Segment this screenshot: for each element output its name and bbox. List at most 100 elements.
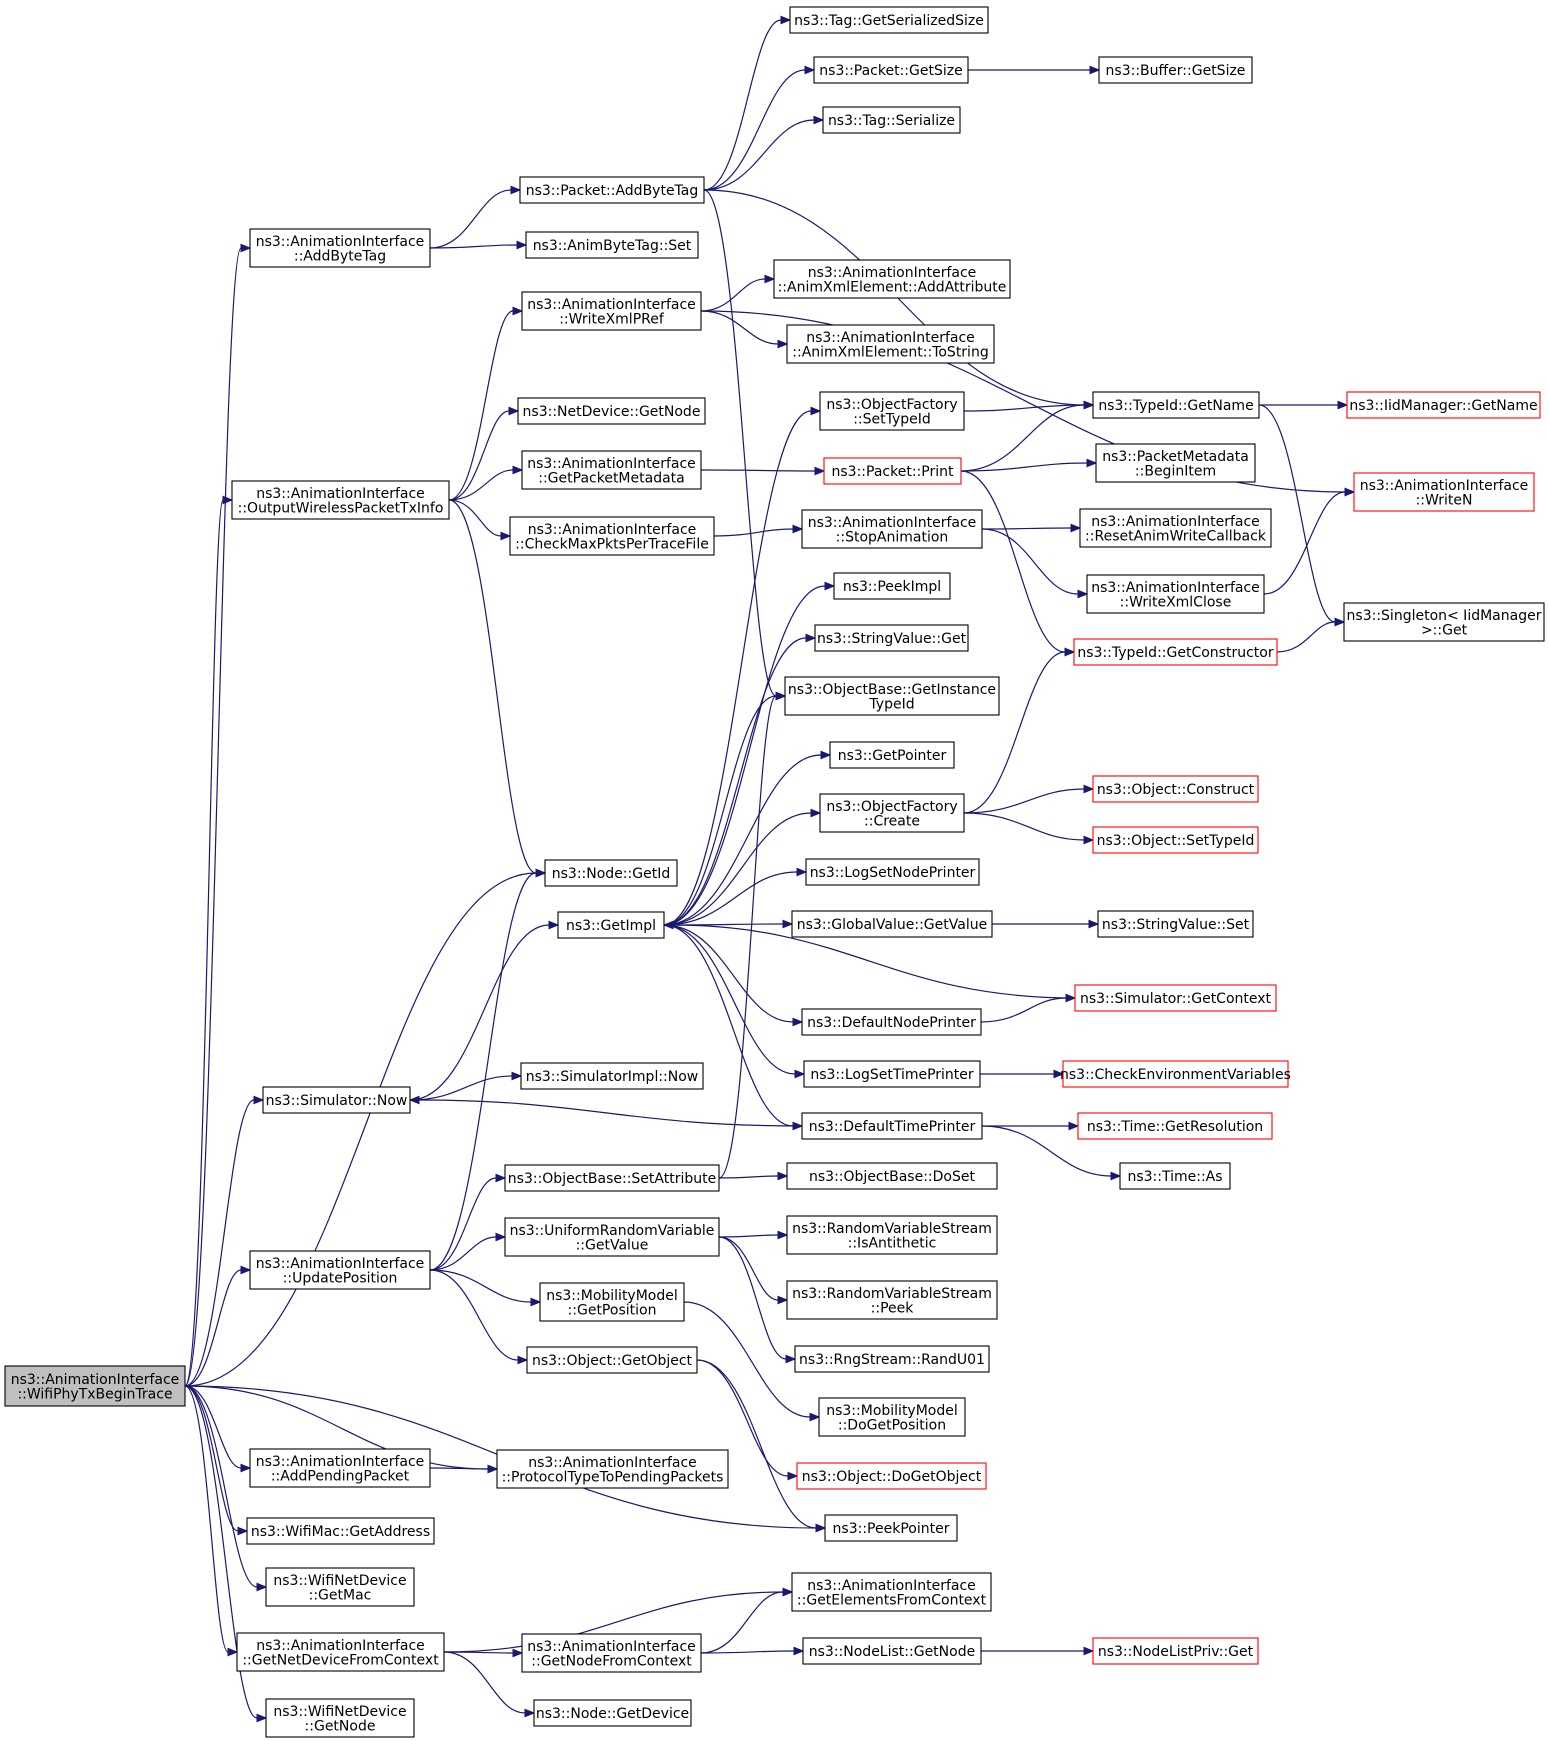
node-box <box>265 1567 415 1607</box>
node-bufferGetSize[interactable]: ns3::Buffer::GetSize <box>1098 56 1253 84</box>
node-protoTypeToPending[interactable]: ns3::AnimationInterface::ProtocolTypeToP… <box>496 1449 729 1489</box>
node-defaultNodePrinter[interactable]: ns3::DefaultNodePrinter <box>801 1008 982 1036</box>
node-singletonGet[interactable]: ns3::Singleton< IidManager>::Get <box>1343 602 1545 642</box>
node-addByteTag[interactable]: ns3::AnimationInterface::AddByteTag <box>249 228 431 268</box>
node-root[interactable]: ns3::AnimationInterface::WifiPhyTxBeginT… <box>4 1365 186 1407</box>
node-mobilityDoGetPos[interactable]: ns3::MobilityModel::DoGetPosition <box>818 1397 966 1437</box>
node-timeAs[interactable]: ns3::Time::As <box>1119 1162 1231 1190</box>
node-updatePosition[interactable]: ns3::AnimationInterface::UpdatePosition <box>249 1250 431 1290</box>
edge-getImpl-to-defaultNodePrinter <box>663 924 804 1027</box>
node-packetPrint[interactable]: ns3::Packet::Print <box>823 457 962 485</box>
node-globalValueGetValue[interactable]: ns3::GlobalValue::GetValue <box>791 910 993 938</box>
node-label: ::CheckMaxPktsPerTraceFile <box>515 536 709 552</box>
node-rvsPeek[interactable]: ns3::RandomVariableStream::Peek <box>786 1280 998 1320</box>
node-defaultTimePrinter[interactable]: ns3::DefaultTimePrinter <box>801 1112 983 1140</box>
node-logSetTimePrinter[interactable]: ns3::LogSetTimePrinter <box>803 1060 981 1088</box>
node-label: ns3::DefaultNodePrinter <box>807 1015 976 1031</box>
node-objectConstruct[interactable]: ns3::Object::Construct <box>1092 775 1259 803</box>
edge-line <box>448 499 502 537</box>
node-animXmlToString[interactable]: ns3::AnimationInterface::AnimXmlElement:… <box>786 324 995 364</box>
node-objFactorySetTypeId[interactable]: ns3::ObjectFactory::SetTypeId <box>819 391 965 431</box>
edge-line <box>1263 491 1346 595</box>
node-box <box>823 457 962 485</box>
arrowhead-icon <box>500 531 512 541</box>
node-nodeListPrivGet[interactable]: ns3::NodeListPriv::Get <box>1092 1637 1259 1665</box>
node-label: ns3::LogSetNodePrinter <box>810 865 976 881</box>
node-typeIdGetName[interactable]: ns3::TypeId::GetName <box>1092 391 1260 419</box>
node-simImplNow[interactable]: ns3::SimulatorImpl::Now <box>520 1062 704 1090</box>
arrowhead-icon <box>1088 919 1100 929</box>
node-box <box>496 1449 729 1489</box>
node-wifiNetDevGetMac[interactable]: ns3::WifiNetDevice::GetMac <box>265 1567 415 1607</box>
arrowhead-icon <box>782 919 794 929</box>
node-tagSerialize[interactable]: ns3::Tag::Serialize <box>822 106 961 134</box>
node-objFactoryCreate[interactable]: ns3::ObjectFactory::Create <box>819 793 965 833</box>
node-peekPointer[interactable]: ns3::PeekPointer <box>824 1514 958 1542</box>
edge-line <box>980 997 1067 1023</box>
node-pktMetaBeginItem[interactable]: ns3::PacketMetadata::BeginItem <box>1095 443 1256 483</box>
edge-line <box>718 695 777 1179</box>
node-iidManagerGetName[interactable]: ns3::IidManager::GetName <box>1346 391 1541 419</box>
node-getPacketMetadata[interactable]: ns3::AnimationInterface::GetPacketMetada… <box>521 450 702 490</box>
node-getNetDevFromCtx[interactable]: ns3::AnimationInterface::GetNetDeviceFro… <box>236 1632 445 1672</box>
arrowhead-icon <box>1086 458 1098 468</box>
node-timeGetResolution[interactable]: ns3::Time::GetResolution <box>1077 1112 1273 1140</box>
node-addPendingPacket[interactable]: ns3::AnimationInterface::AddPendingPacke… <box>249 1448 431 1488</box>
node-writeXmlClose[interactable]: ns3::AnimationInterface::WriteXmlClose <box>1086 574 1265 614</box>
edge-root-to-outputWireless <box>184 495 234 1387</box>
node-logSetNodePrinter[interactable]: ns3::LogSetNodePrinter <box>805 858 980 886</box>
edge-line <box>443 1591 784 1653</box>
node-packetAddByteTag[interactable]: ns3::Packet::AddByteTag <box>519 176 705 204</box>
node-writeXmlPRef[interactable]: ns3::AnimationInterface::WriteXmlPRef <box>521 291 702 331</box>
node-box <box>829 741 955 769</box>
arrowhead-icon <box>1064 647 1076 657</box>
node-nodeListGetNode[interactable]: ns3::NodeList::GetNode <box>802 1637 982 1665</box>
node-animXmlAddAttr[interactable]: ns3::AnimationInterface::AnimXmlElement:… <box>773 259 1011 299</box>
node-rngRandU01[interactable]: ns3::RngStream::RandU01 <box>794 1345 990 1373</box>
node-objectDoGetObject[interactable]: ns3::Object::DoGetObject <box>796 1462 987 1490</box>
node-writeN[interactable]: ns3::AnimationInterface::WriteN <box>1353 472 1535 512</box>
node-uniformGetValue[interactable]: ns3::UniformRandomVariable::GetValue <box>504 1217 720 1257</box>
node-nodeGetId[interactable]: ns3::Node::GetId <box>544 859 678 887</box>
node-wifiMacGetAddress[interactable]: ns3::WifiMac::GetAddress <box>246 1517 435 1545</box>
node-label: ns3::StringValue::Set <box>1102 917 1250 933</box>
node-outputWireless[interactable]: ns3::AnimationInterface::OutputWirelessP… <box>231 480 450 520</box>
node-simGetContext[interactable]: ns3::Simulator::GetContext <box>1074 984 1277 1012</box>
node-netDeviceGetNode[interactable]: ns3::NetDevice::GetNode <box>517 397 706 425</box>
node-resetAnimWriteCb[interactable]: ns3::AnimationInterface::ResetAnimWriteC… <box>1079 508 1272 548</box>
node-label: ::WriteXmlPRef <box>559 311 665 327</box>
node-peekImpl[interactable]: ns3::PeekImpl <box>833 572 951 600</box>
edge-line <box>429 1269 519 1361</box>
node-getImpl[interactable]: ns3::GetImpl <box>557 911 665 939</box>
node-objBaseDoSet[interactable]: ns3::ObjectBase::DoSet <box>786 1162 998 1190</box>
node-nodeGetDevice[interactable]: ns3::Node::GetDevice <box>533 1699 692 1727</box>
node-getPointer[interactable]: ns3::GetPointer <box>829 741 955 769</box>
edge-getNetDevFromCtx-to-nodeGetDevice <box>443 1651 536 1718</box>
node-mobilityGetPos[interactable]: ns3::MobilityModel::GetPosition <box>539 1282 685 1322</box>
node-packetGetSize[interactable]: ns3::Packet::GetSize <box>813 56 969 84</box>
edge-outputWireless-to-getPacketMetadata <box>448 465 524 501</box>
edge-typeIdGetName-to-iidManagerGetName <box>1259 400 1349 410</box>
node-checkEnvVars[interactable]: ns3::CheckEnvironmentVariables <box>1060 1060 1291 1088</box>
node-checkMaxPkts[interactable]: ns3::AnimationInterface::CheckMaxPktsPer… <box>509 516 715 556</box>
node-getNodeFromCtx[interactable]: ns3::AnimationInterface::GetNodeFromCont… <box>521 1633 702 1673</box>
edge-stopAnimation-to-writeXmlClose <box>981 528 1089 599</box>
edge-mobilityGetPos-to-mobilityDoGetPos <box>683 1301 821 1422</box>
node-typeIdGetConstructor[interactable]: ns3::TypeId::GetConstructor <box>1073 638 1278 666</box>
node-objBaseSetAttr[interactable]: ns3::ObjectBase::SetAttribute <box>504 1164 720 1192</box>
node-stringValueGet[interactable]: ns3::StringValue::Get <box>814 624 969 652</box>
arrowhead-icon <box>1344 487 1356 497</box>
node-animByteTagSet[interactable]: ns3::AnimByteTag::Set <box>525 231 699 259</box>
node-tagGetSerSize[interactable]: ns3::Tag::GetSerializedSize <box>789 6 989 34</box>
node-rvsIsAntithetic[interactable]: ns3::RandomVariableStream::IsAntithetic <box>786 1215 998 1255</box>
node-stringValueSet[interactable]: ns3::StringValue::Set <box>1097 910 1254 938</box>
node-label: ns3::AnimationInterface <box>528 522 697 538</box>
node-objectGetObject[interactable]: ns3::Object::GetObject <box>526 1346 698 1374</box>
node-objectSetTypeId[interactable]: ns3::Object::SetTypeId <box>1092 826 1259 854</box>
node-getElementsFromCtx[interactable]: ns3::AnimationInterface::GetElementsFrom… <box>791 1572 992 1612</box>
node-box <box>533 1699 692 1727</box>
node-wifiNetDevGetNode[interactable]: ns3::WifiNetDevice::GetNode <box>265 1698 415 1738</box>
node-stopAnimation[interactable]: ns3::AnimationInterface::StopAnimation <box>801 509 983 549</box>
node-simNow[interactable]: ns3::Simulator::Now <box>262 1086 411 1114</box>
